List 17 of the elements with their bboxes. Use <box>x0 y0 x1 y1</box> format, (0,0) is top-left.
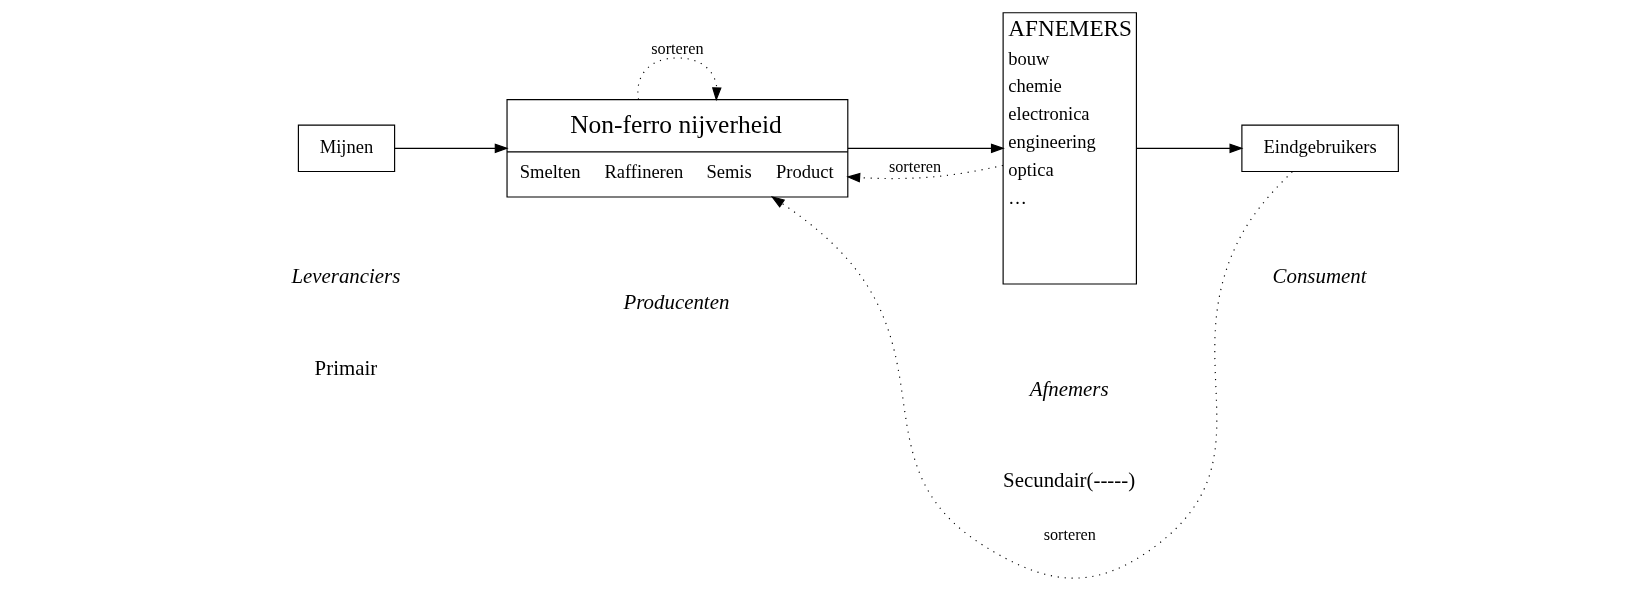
arrow <box>847 143 1005 154</box>
label: Producenten <box>623 289 730 314</box>
node-box: Mijnen <box>297 124 396 173</box>
arrow <box>637 57 722 102</box>
arrow <box>1135 143 1244 154</box>
label: Primair <box>314 355 378 380</box>
edge-label: sorteren <box>888 157 942 176</box>
label: Consument <box>1272 264 1367 289</box>
node-box: Eindgebruikers <box>1241 124 1399 173</box>
label: Afnemers <box>1029 376 1109 401</box>
edge-label: sorteren <box>651 39 704 58</box>
arrow <box>394 143 509 154</box>
label: Leveranciers <box>291 264 401 289</box>
edge-label: sorteren <box>1043 526 1096 545</box>
node-box: AFNEMERS bouw chemie electronica engineering optica … <box>1002 12 1137 285</box>
label: Secundair(-----) <box>1003 468 1136 493</box>
arrow <box>846 164 1004 183</box>
